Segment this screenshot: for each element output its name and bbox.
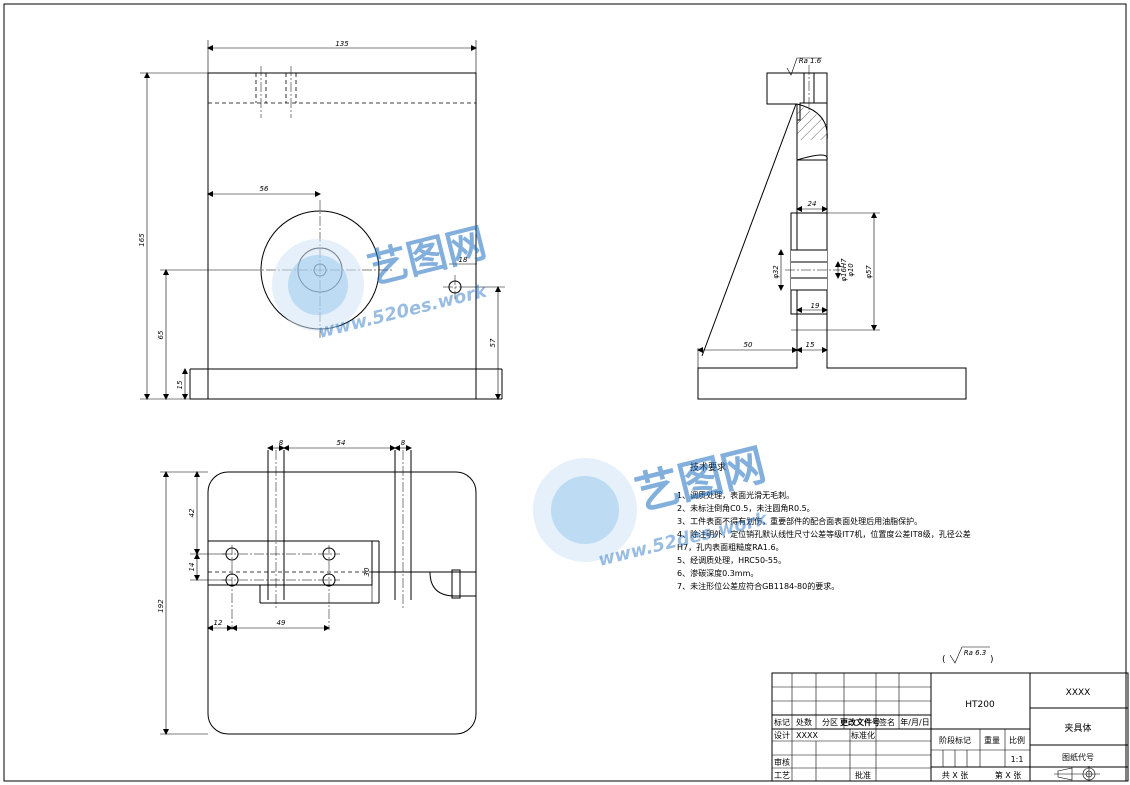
tech-item: 6、渗碳深度0.3mm。 [677,568,758,578]
tb-part-name: 夹具体 [1064,722,1091,734]
tb-material: HT200 [965,700,995,710]
dim-side-d32: φ32 [772,265,780,279]
tech-item: 3、工件表面不得有划伤，重要部件的配合面表面处理后用油脂保护。 [677,516,922,526]
dim-side-top: 24 [808,200,817,208]
projection-symbol [1054,766,1100,781]
tb-h-zone: 分区 [822,718,838,727]
dim-plan-12: 12 [214,619,223,627]
dim-hole-x: 56 [260,185,269,193]
watermark-brand: 艺图网 [363,220,491,294]
tb-h-mark: 标记 [774,717,790,727]
dim-plan-49: 49 [277,619,286,627]
dim-plan-14: 14 [188,563,196,572]
tb-sheet: 第 X 张 [995,770,1022,780]
tb-stage: 阶段标记 [939,735,971,745]
tb-scale-label: 比例 [1009,735,1025,745]
tb-company: XXXX [1066,688,1091,698]
dim-side-19: 19 [811,302,820,310]
dim-hole-d: 18 [459,256,468,264]
tech-item: 7、未注形位公差应符合GB1184-80的要求。 [677,581,839,591]
plan-view: 8 54 8 192 42 14 30 12 49 [157,439,477,735]
dim-side-d57: φ57 [865,265,873,279]
tech-title: 技术要求 [690,461,726,473]
tb-scale: 1:1 [1011,755,1024,764]
tb-total: 共 X 张 [942,771,969,780]
dim-plan-54: 54 [337,439,346,447]
dim-side-d1: φ16H7 [840,258,848,282]
tech-item: 1、调质处理，表面光滑无毛刺。 [677,490,794,500]
svg-text:): ) [990,655,994,665]
technical-requirements: 技术要求 1、调质处理，表面光滑无毛刺。 2、未标注倒角C0.5，未注圆角R0.… [677,461,971,591]
dim-plan-8a: 8 [279,439,284,447]
general-roughness-symbol: ( Ra 6.3 ) [942,646,994,665]
tb-h-count: 处数 [796,717,812,727]
dim-side-15: 15 [806,341,815,349]
dim-pin-y: 57 [489,338,497,347]
svg-text:(: ( [942,655,946,665]
dim-side-d2: φ10 [847,263,855,277]
dim-plan-192: 192 [157,599,165,613]
tech-item: H7，孔内表面粗糙度RA1.6。 [677,542,784,552]
roughness-general: Ra 6.3 [964,649,987,657]
tb-h-doc: 更改文件号 [840,717,880,727]
tb-review: 审核 [774,757,790,767]
roughness-top: Ra 1.6 [799,57,822,65]
side-section-view: φ57 24 φ32 φ16H7 φ10 19 50 15 Ra 1.6 [697,57,967,400]
dim-side-50: 50 [744,341,753,349]
tb-h-date: 年/月/日 [900,717,929,727]
tb-standard: 标准化 [851,730,875,740]
tb-designer: XXXX [796,731,818,740]
dim-hole-y: 65 [157,330,165,339]
dim-plan-42: 42 [188,508,196,517]
tech-item: 2、未标注倒角C0.5，未注圆角R0.5。 [677,503,815,513]
front-view: 135 165 56 18 65 15 57 [138,40,505,400]
tb-design: 设计 [774,730,790,740]
tb-weight: 重量 [984,735,1000,745]
dim-plan-30: 30 [363,567,371,576]
tb-approve: 批准 [855,770,871,780]
tb-drawing-code: 图纸代号 [1062,752,1094,762]
dim-front-width: 135 [335,40,349,48]
title-block: 标记 处数 分区 更改文件号 签名 年/月/日 设计 XXXX 标准化 审核 工… [771,672,1129,782]
sheet-border [3,3,1127,782]
tech-item: 5、经调质处理，HRC50-55。 [677,555,786,565]
dim-base-h: 15 [176,380,184,389]
dim-plan-8b: 8 [401,439,406,447]
tech-item: 4、除注明外，定位销孔默认线性尺寸公差等级IT7机，位置度公差IT8级，孔径公差 [677,529,971,539]
tb-process: 工艺 [774,771,790,780]
dim-front-height: 165 [138,233,146,247]
tb-h-sign: 签名 [879,717,895,727]
